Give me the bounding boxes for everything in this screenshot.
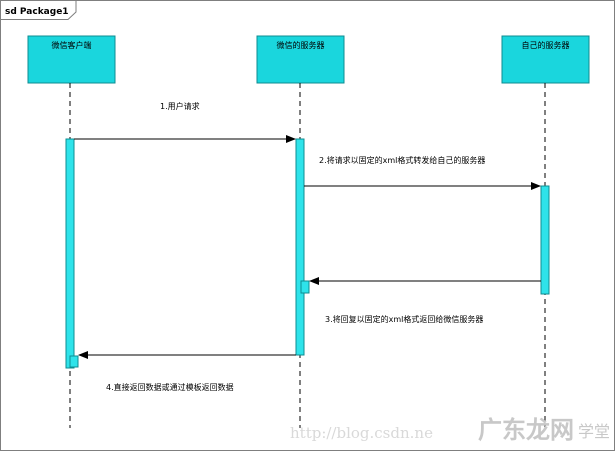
activation-client-nested: [69, 355, 79, 368]
message-label-4: 4.直接返回数据或通过模板返回数据: [106, 382, 234, 392]
activation-wxserver: [295, 138, 305, 356]
message-label-1: 1.用户请求: [160, 101, 200, 111]
message-label-3: 3.将回复以固定的xml格式返回给微信服务器: [325, 314, 483, 324]
message-4: 4.直接返回数据或通过模板返回数据: [78, 351, 296, 392]
watermark-url: http://blog.csdn.ne: [290, 424, 433, 442]
lifeline-label-myserver: 自己的服务器: [522, 40, 570, 50]
watermark-logo-suffix: 学堂: [578, 422, 610, 441]
lifeline-label-wxserver: 微信的服务器: [277, 40, 325, 50]
activation-wxserver-nested: [300, 280, 310, 294]
lifeline-label-client: 微信客户端: [52, 40, 92, 50]
frame-title: sd Package1: [5, 7, 69, 17]
watermark: http://blog.csdn.ne 广东龙网 学堂: [290, 416, 610, 444]
activation-client: [65, 138, 75, 369]
lifeline-client: 微信客户端: [27, 35, 116, 428]
activation-myserver: [540, 185, 550, 295]
message-2: 2.将请求以固定的xml格式转发给自己的服务器: [304, 155, 541, 190]
watermark-logo: 广东龙网: [478, 416, 574, 444]
lifeline-head-client: [27, 35, 116, 84]
message-1: 1.用户请求: [74, 101, 296, 143]
frame-title-tab: [0, 0, 77, 20]
message-3: 3.将回复以固定的xml格式返回给微信服务器: [325, 314, 483, 324]
message-label-2: 2.将请求以固定的xml格式转发给自己的服务器: [319, 155, 485, 165]
